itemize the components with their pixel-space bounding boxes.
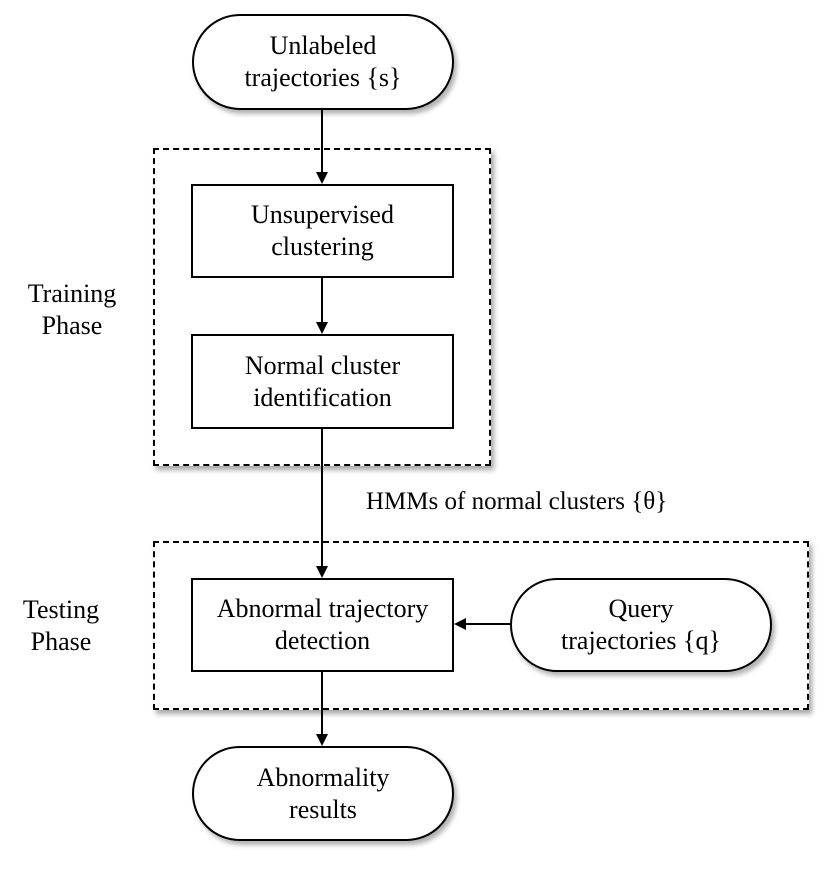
node-clustering-line1: Unsupervised <box>251 200 394 229</box>
node-unlabeled-line2: trajectories {s} <box>244 63 402 92</box>
testing-phase-label-line2: Phase <box>30 627 92 656</box>
node-normal-id-line1: Normal cluster <box>244 350 401 380</box>
training-phase-label-line2: Phase <box>41 311 103 340</box>
node-normal-cluster-identification: Normal cluster identification <box>191 334 454 429</box>
node-query-line2: trajectories {q} <box>561 626 721 655</box>
node-unsupervised-clustering: Unsupervised clustering <box>191 184 454 278</box>
node-results-line1: Abnormality <box>256 762 390 792</box>
node-query-line1: Query <box>608 594 674 623</box>
hmm-edge-label: HMMs of normal clusters {θ} <box>366 488 668 515</box>
node-query-trajectories: Query trajectories {q} <box>510 578 772 672</box>
testing-phase-label-line1: Testing <box>22 595 100 624</box>
node-unlabeled-line1: Unlabeled <box>269 31 377 60</box>
testing-phase-label: Testing Phase <box>2 594 120 658</box>
node-normal-id-line2: identification <box>253 382 392 412</box>
node-detection-line1: Abnormal trajectory <box>216 594 429 623</box>
node-abnormality-results: Abnormality results <box>192 746 454 841</box>
node-clustering-line2: clustering <box>271 232 374 261</box>
node-unlabeled-trajectories: Unlabeled trajectories {s} <box>192 14 454 110</box>
training-phase-label-line1: Training <box>27 279 117 308</box>
node-detection-line2: detection <box>274 626 371 655</box>
node-abnormal-trajectory-detection: Abnormal trajectory detection <box>191 578 454 672</box>
node-results-line2: results <box>289 794 357 824</box>
training-phase-label: Training Phase <box>14 278 130 342</box>
